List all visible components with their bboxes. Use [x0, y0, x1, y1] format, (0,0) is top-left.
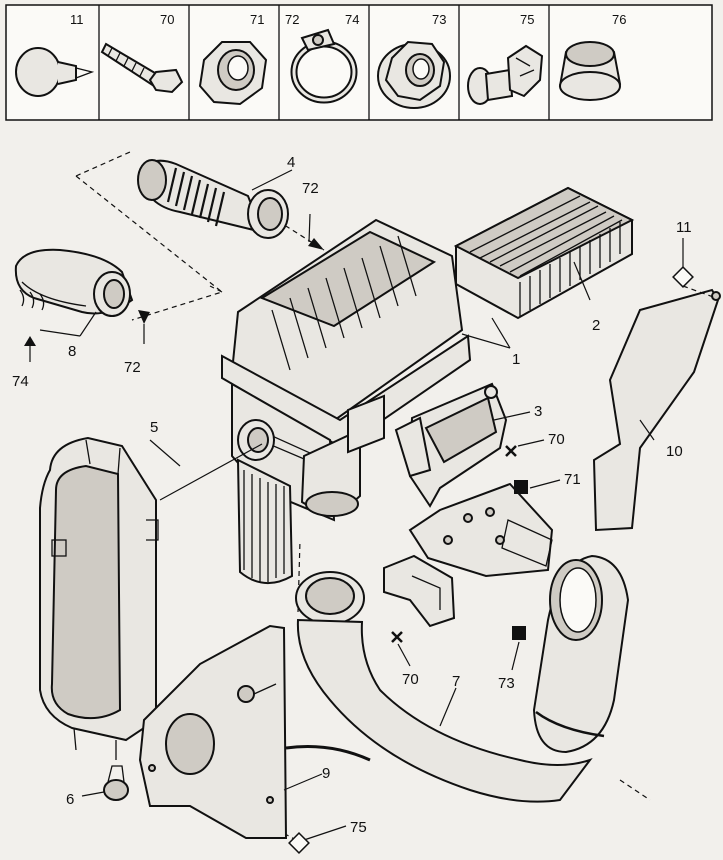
legend-number: 76 [612, 12, 626, 27]
legend-number: 74 [345, 12, 359, 27]
flange-nut-icon [377, 40, 451, 109]
nut-marker [514, 480, 528, 494]
heat-shield-plate [138, 624, 288, 839]
rivet-clip-icon [467, 44, 544, 105]
legend-number: 70 [160, 12, 174, 27]
callout-labels: 4 72 2 11 1 3 70 10 71 5 72 8 74 70 73 7… [12, 154, 692, 836]
clamp-marker [24, 336, 36, 346]
screw-icon [100, 42, 184, 94]
leader-lines [39, 169, 655, 841]
callout-4: 4 [287, 154, 295, 171]
callout-75: 75 [350, 819, 367, 836]
push-clip-marker [672, 266, 694, 288]
callout-2: 2 [592, 317, 600, 334]
screw-marker [505, 445, 517, 457]
legend-number: 73 [432, 12, 446, 27]
legend-number: 75 [520, 12, 534, 27]
intake-duct [285, 554, 630, 803]
legend-number: 72 [285, 12, 299, 27]
air-deflector [592, 288, 721, 532]
hose-clamp-icon [290, 28, 358, 104]
mount-grommet [103, 765, 129, 801]
callout-9: 9 [322, 765, 330, 782]
callout-8: 8 [68, 343, 76, 360]
fastener-markers [24, 213, 717, 854]
callout-3: 3 [534, 403, 542, 420]
clamp-marker [308, 238, 324, 250]
elbow-duct [14, 248, 134, 317]
push-clip-icon [15, 47, 95, 97]
callout-72: 72 [124, 359, 141, 376]
corrugated-intake-hose [137, 159, 289, 239]
callout-10: 10 [666, 443, 683, 460]
callout-5: 5 [150, 419, 158, 436]
clamp-marker [138, 310, 150, 324]
callout-1: 1 [512, 351, 520, 368]
callout-11: 11 [676, 219, 692, 236]
resonator-box [39, 436, 159, 760]
callout-73: 73 [498, 675, 515, 692]
legend-number: 11 [70, 12, 84, 27]
callout-72: 72 [302, 180, 319, 197]
legend-number: 71 [250, 12, 264, 27]
callout-7: 7 [452, 673, 460, 690]
callout-6: 6 [66, 791, 74, 808]
callout-70: 70 [402, 671, 419, 688]
callout-71: 71 [564, 471, 581, 488]
rivet-clip-marker [288, 832, 310, 854]
grommet-icon [558, 41, 622, 101]
callout-74: 74 [12, 373, 29, 390]
nut-icon [198, 41, 268, 106]
lower-bracket [383, 554, 456, 628]
fastener-legend: 11 70 71 72 74 73 75 76 [5, 4, 713, 121]
filter-element [453, 186, 635, 320]
support-bracket [394, 382, 554, 578]
callout-70: 70 [548, 431, 565, 448]
screw-marker [391, 631, 403, 643]
air-filter-housing [221, 218, 472, 584]
flange-nut-marker [512, 626, 526, 640]
